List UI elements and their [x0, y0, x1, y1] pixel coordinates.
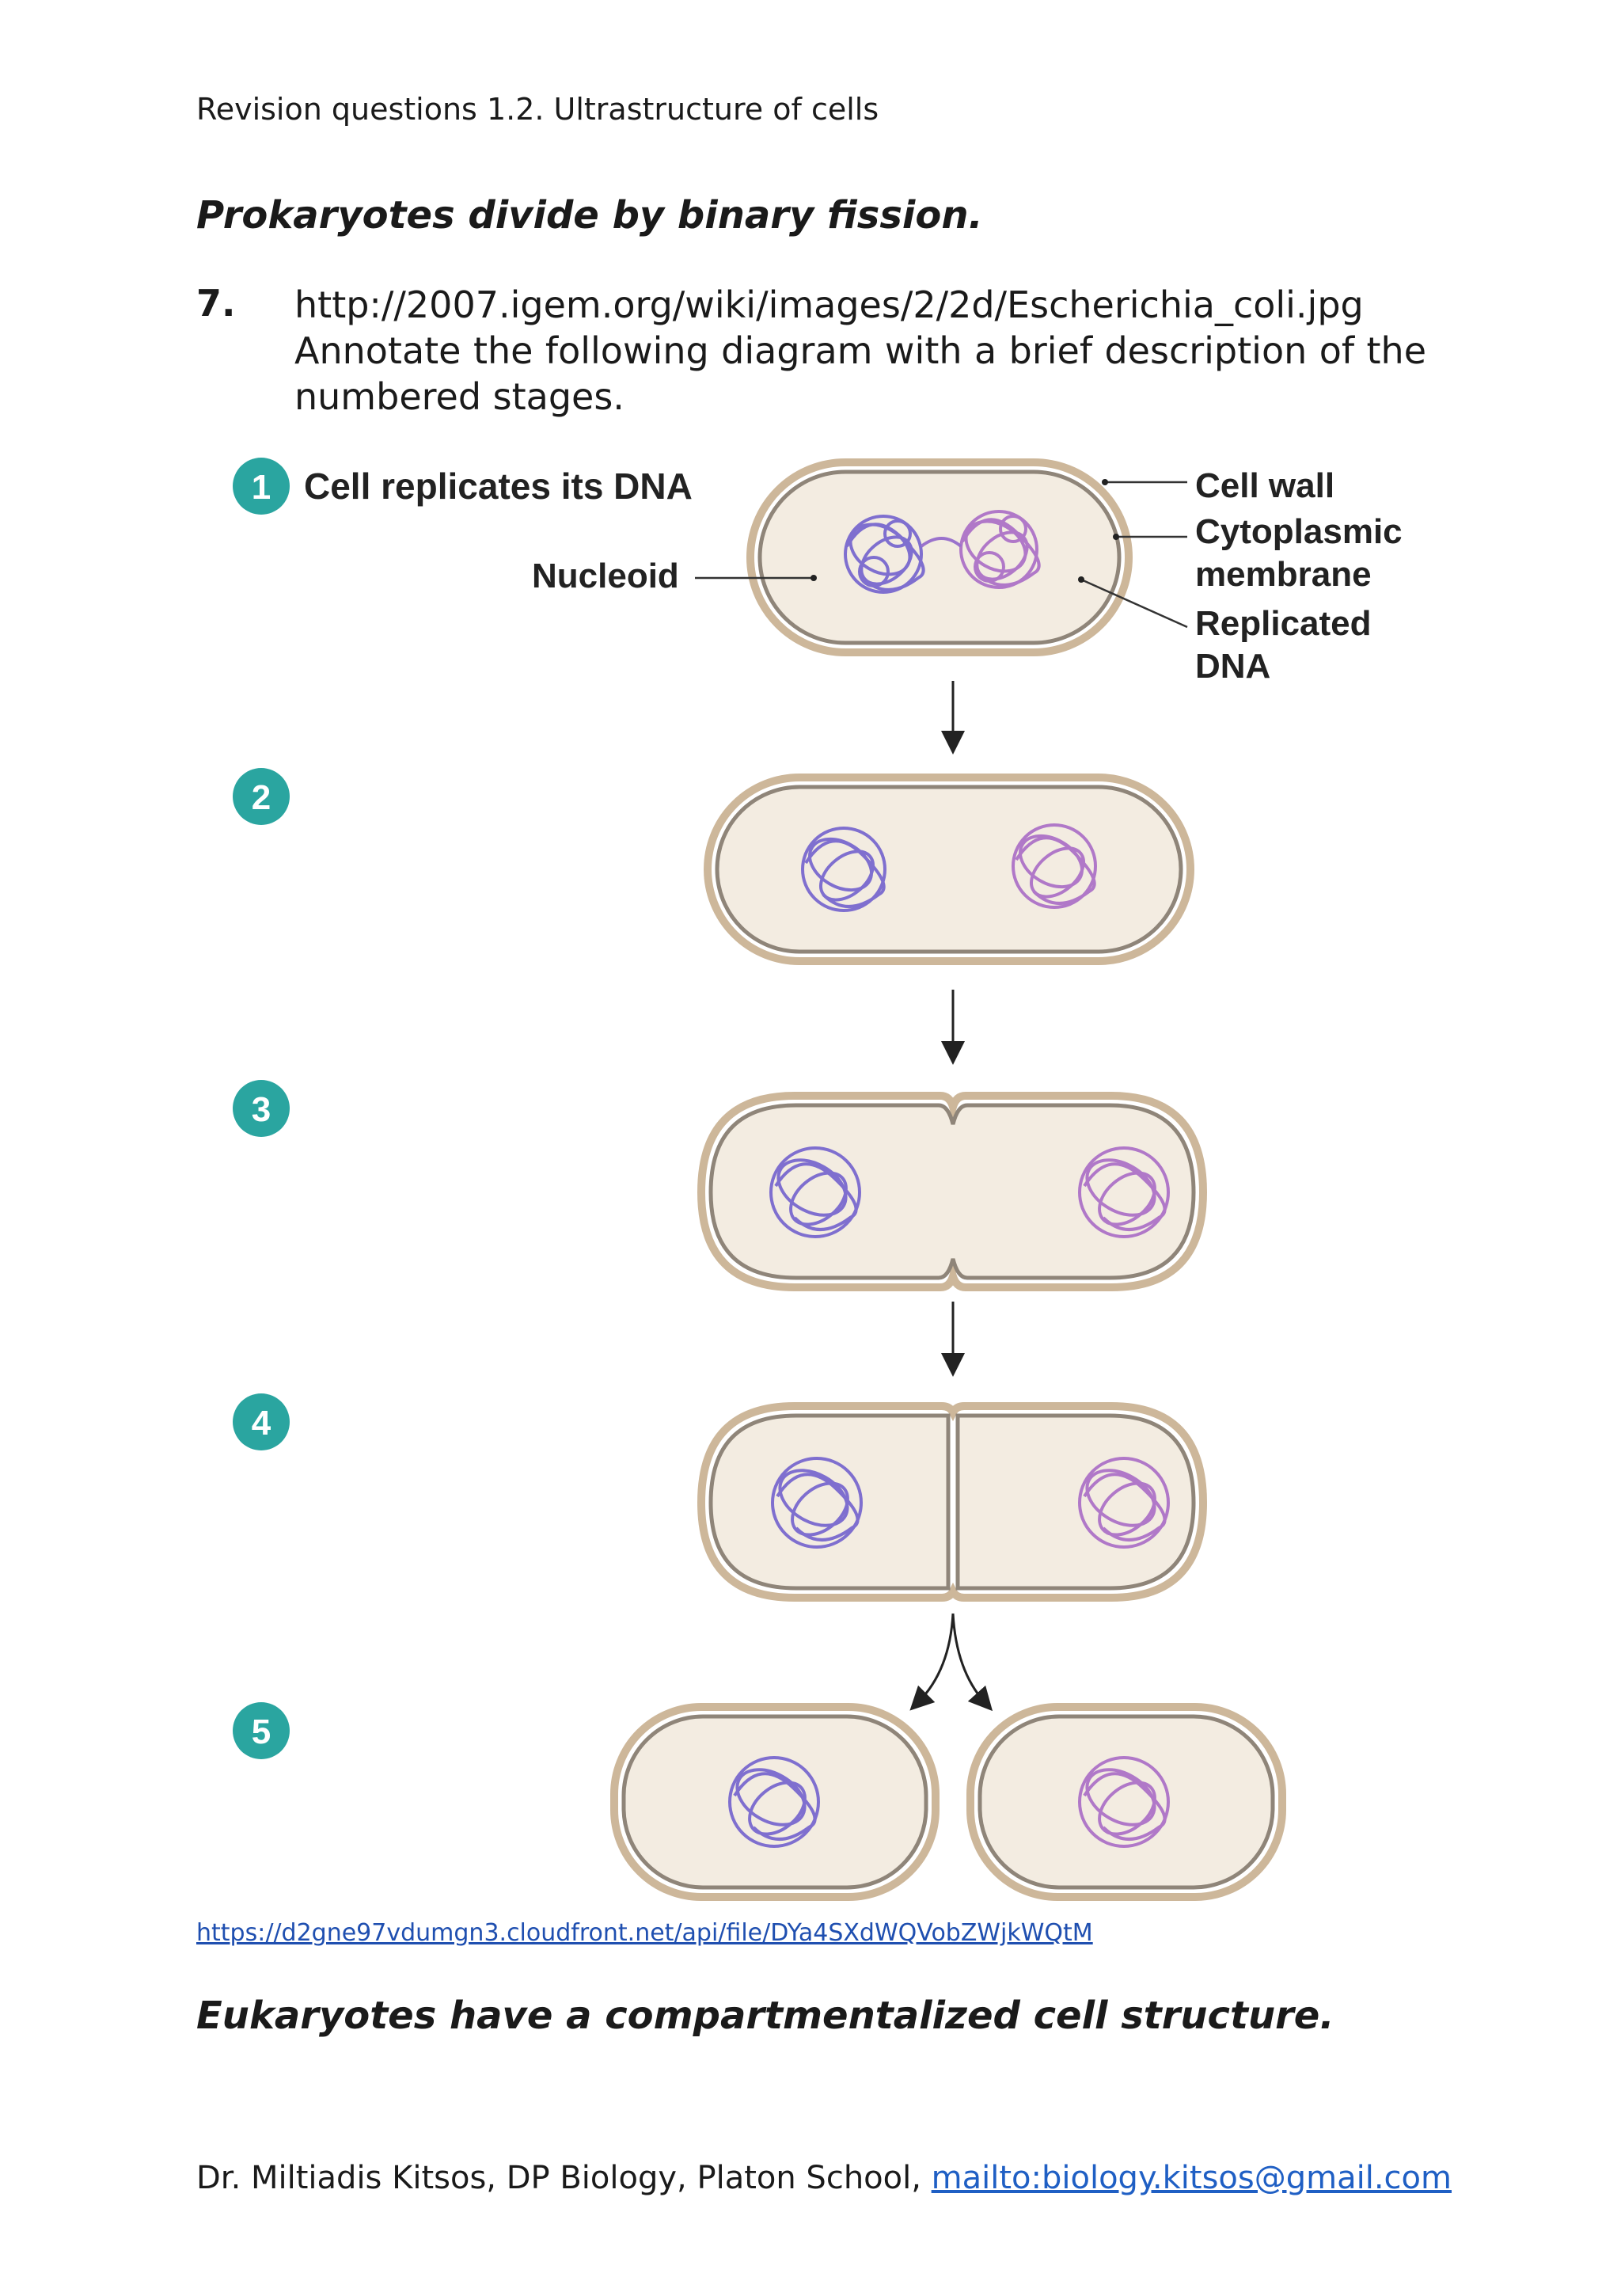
- stage4-cell: [697, 1402, 1208, 1602]
- stage-badge-1: 1: [233, 458, 290, 515]
- label-cytoplasmic: Cytoplasmic: [1195, 512, 1403, 551]
- svg-text:4: 4: [252, 1404, 271, 1443]
- stage-badge-4: 4: [233, 1393, 290, 1450]
- nucleoid-dna: [844, 515, 925, 594]
- label-nucleoid: Nucleoid: [532, 557, 679, 595]
- stage3-cell: [697, 1092, 1208, 1291]
- question-instruction: Annotate the following diagram with a br…: [294, 329, 1426, 372]
- svg-text:3: 3: [252, 1090, 271, 1129]
- replicated-dna: [920, 510, 1041, 589]
- stage-badge-2: 2: [233, 768, 290, 825]
- page-header: Revision questions 1.2. Ultrastructure o…: [196, 92, 879, 127]
- replicated-dna-leader-line: [1080, 578, 1188, 629]
- stage5-daughter-cell-right: [966, 1703, 1286, 1901]
- stage-badge-3: 3: [233, 1080, 290, 1137]
- question-number: 7.: [196, 282, 236, 325]
- label-replicated: Replicated: [1195, 604, 1372, 643]
- stage1-cell: [746, 458, 1133, 656]
- question-text: http://2007.igem.org/wiki/images/2/2d/Es…: [294, 282, 1426, 420]
- svg-text:1: 1: [252, 468, 271, 507]
- label-cell-wall: Cell wall: [1195, 466, 1334, 505]
- stage2-cell: [704, 774, 1194, 965]
- arrow-4-5-split: [909, 1613, 993, 1712]
- question-url: http://2007.igem.org/wiki/images/2/2d/Es…: [294, 283, 1364, 326]
- section-heading-prokaryotes: Prokaryotes divide by binary fission.: [196, 193, 983, 238]
- svg-text:2: 2: [252, 778, 271, 817]
- stage5-daughter-cell-left: [610, 1703, 940, 1901]
- label-membrane: membrane: [1195, 555, 1372, 594]
- page-footer: Dr. Miltiadis Kitsos, DP Biology, Platon…: [196, 2160, 1452, 2196]
- stage1-caption: Cell replicates its DNA: [304, 466, 693, 507]
- label-dna: DNA: [1195, 647, 1270, 686]
- footer-author: Dr. Miltiadis Kitsos, DP Biology, Platon…: [196, 2160, 932, 2196]
- svg-text:5: 5: [252, 1712, 271, 1751]
- image-source-link[interactable]: https://d2gne97vdumgn3.cloudfront.net/ap…: [196, 1919, 1093, 1947]
- footer-email-link[interactable]: mailto:biology.kitsos@gmail.com: [931, 2160, 1452, 2196]
- stage-badge-5: 5: [233, 1702, 290, 1759]
- question-instruction-end: numbered stages.: [294, 375, 624, 418]
- section-heading-eukaryotes: Eukaryotes have a compartmentalized cell…: [196, 1994, 1334, 2038]
